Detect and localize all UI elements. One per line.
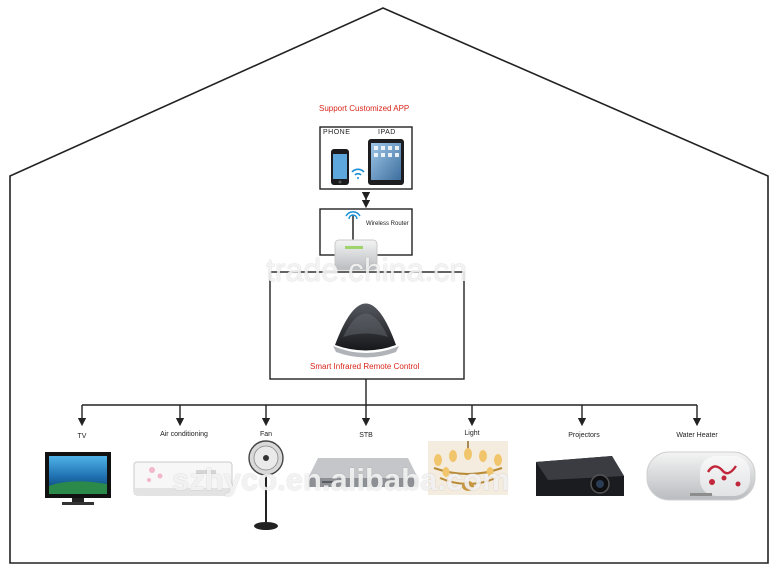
fan-icon — [248, 440, 284, 530]
device-label-stb: STB — [359, 432, 373, 439]
hub-label: Smart Infrared Remote Control — [310, 362, 420, 371]
water-heater-icon — [646, 451, 756, 501]
ipad-label: IPAD — [378, 129, 396, 136]
router-label: Wireless Router — [366, 221, 409, 227]
device-label-fan: Fan — [259, 431, 273, 438]
air-conditioner-icon — [133, 461, 233, 496]
projector-icon — [536, 456, 624, 496]
chandelier-icon — [428, 441, 508, 495]
wireless-router-icon — [334, 215, 378, 271]
distribution-lines — [77, 379, 702, 427]
device-label-tv: TV — [77, 433, 87, 440]
device-label-light: Light — [464, 430, 480, 437]
ipad-icon — [368, 139, 404, 185]
device-label-projectors: Projectors — [568, 432, 600, 439]
device-label-water-heater: Water Heater — [676, 432, 718, 439]
phone-label: PHONE — [323, 129, 351, 136]
router-wifi-icon — [345, 211, 361, 220]
phone-icon — [331, 149, 349, 185]
app-title: Support Customized APP — [319, 104, 410, 113]
hub-box — [269, 271, 465, 380]
set-top-box-icon — [308, 458, 418, 487]
wifi-icon — [351, 168, 365, 179]
device-label-air-conditioning: Air conditioning — [160, 431, 208, 438]
smart-ir-remote-hub-icon — [333, 303, 399, 358]
tv-icon — [45, 452, 111, 505]
house-outline — [9, 7, 769, 564]
